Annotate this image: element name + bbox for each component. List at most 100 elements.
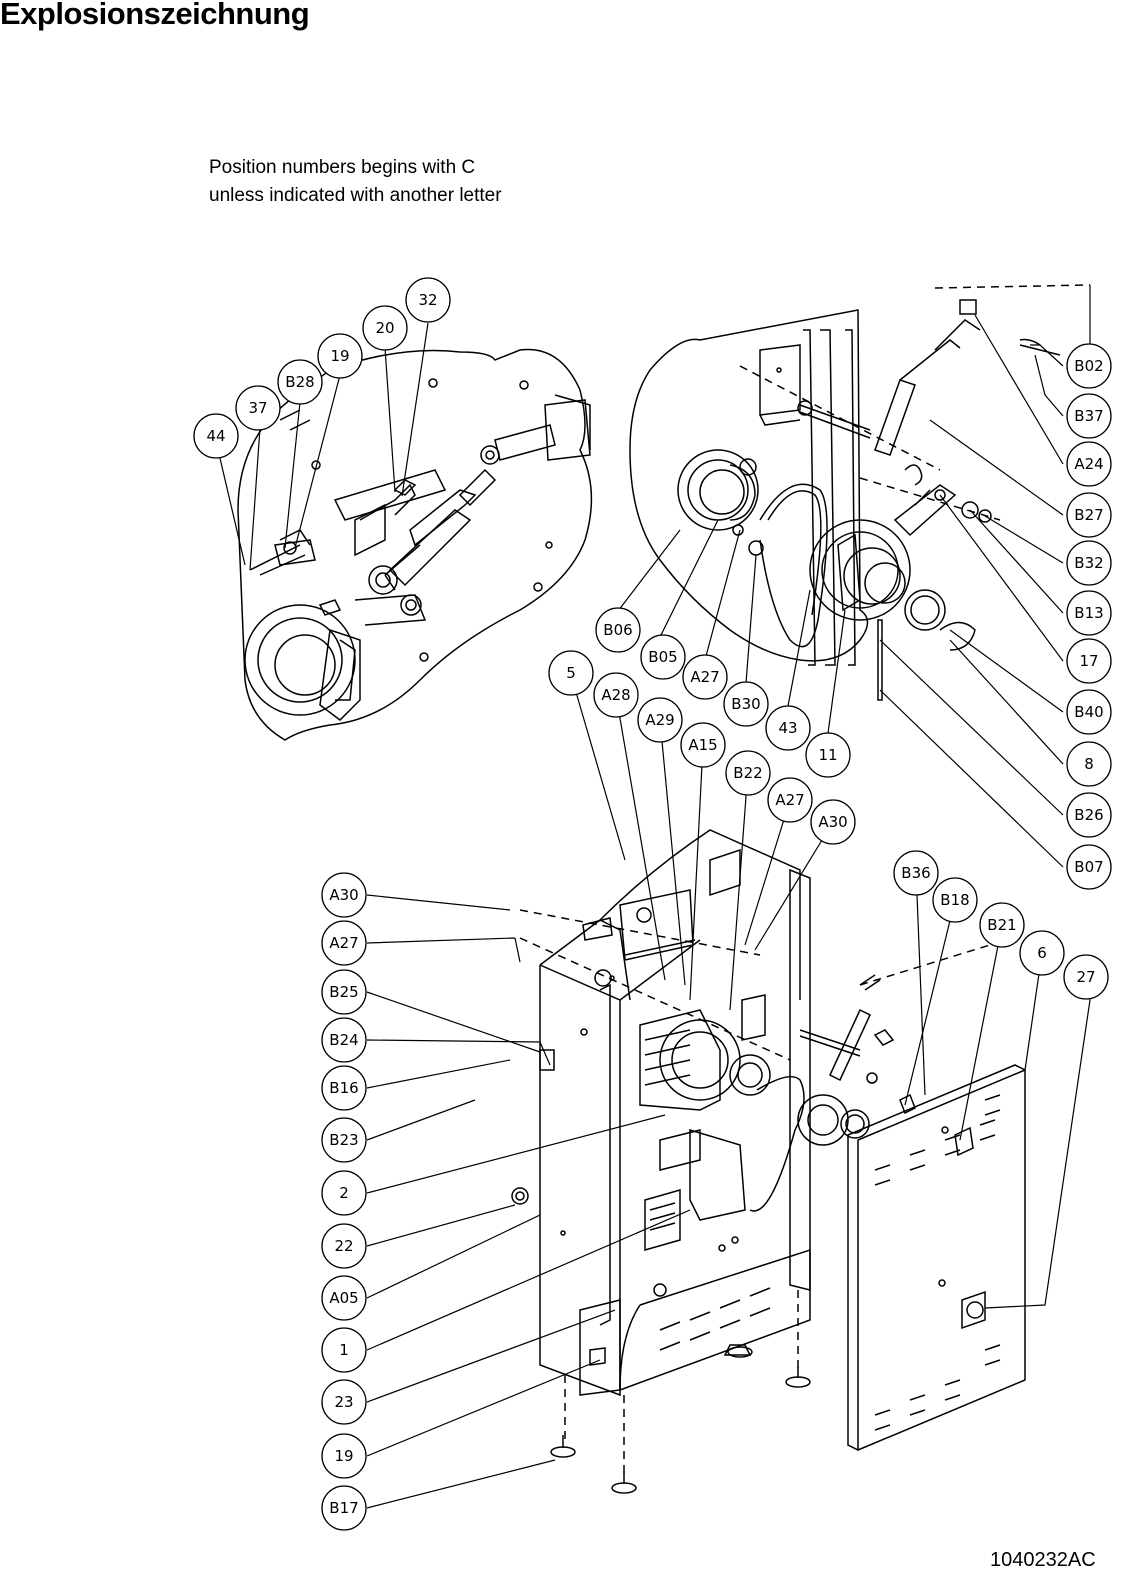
callout-label: A05: [329, 1289, 358, 1307]
explosion-lines: [519, 284, 1091, 1475]
callout-circle: [765, 705, 811, 751]
callout-circle: [1066, 590, 1112, 636]
callout-circle: [1063, 954, 1109, 1000]
callout-circle: [362, 305, 408, 351]
callout-label: 5: [566, 664, 576, 682]
page-title: Explosionszeichnung: [0, 0, 310, 31]
callout-detail-right-B27: B27: [1066, 492, 1112, 538]
callout-circle: [321, 969, 367, 1015]
callout-main-top-27: 27: [1063, 954, 1109, 1000]
callout-circle: [321, 1485, 367, 1531]
leader-lines: [218, 285, 1091, 1509]
callout-circle: [1066, 540, 1112, 586]
callout-label: 6: [1037, 944, 1047, 962]
position-note-line-1: Position numbers begins with C: [209, 157, 476, 178]
callout-main-left-A27: A27: [321, 920, 367, 966]
callout-label: B28: [285, 373, 314, 391]
callout-circle: [810, 799, 856, 845]
callout-circle: [595, 607, 641, 653]
callout-circle: [805, 732, 851, 778]
callout-main-top-5: 5: [548, 650, 594, 696]
callout-label: A28: [601, 686, 630, 704]
callout-label: 2: [339, 1184, 349, 1202]
callout-label: B25: [329, 983, 358, 1001]
callout-detail-right-11: 11: [805, 732, 851, 778]
callout-label: A30: [329, 886, 358, 904]
callout-detail-right-17: 17: [1066, 638, 1112, 684]
callout-circle: [277, 359, 323, 405]
callout-label: B18: [940, 891, 969, 909]
callout-circle: [321, 1433, 367, 1479]
callout-detail-right-8: 8: [1066, 741, 1112, 787]
callout-circle: [682, 654, 728, 700]
callout-label: B32: [1074, 554, 1103, 572]
callout-detail-right-B32: B32: [1066, 540, 1112, 586]
callout-label: B37: [1074, 407, 1103, 425]
callout-circle: [767, 777, 813, 823]
callout-label: 22: [334, 1237, 353, 1255]
callout-main-top-A30: A30: [810, 799, 856, 845]
callout-main-left-B16: B16: [321, 1065, 367, 1111]
callout-main-left-B24: B24: [321, 1017, 367, 1063]
callout-circle: [321, 1170, 367, 1216]
callout-label: 27: [1076, 968, 1095, 986]
callout-detail-right-B07: B07: [1066, 844, 1112, 890]
callout-label: 17: [1079, 652, 1098, 670]
callout-layer: 322019B283744B02B37A24B27B32B1317B408B26…: [193, 277, 1112, 1531]
callout-main-left-B23: B23: [321, 1117, 367, 1163]
callout-detail-right-B05: B05: [640, 634, 686, 680]
detail-view-left: [237, 348, 593, 741]
main-assembly: [511, 829, 916, 1397]
callout-circle: [405, 277, 451, 323]
callout-main-top-6: 6: [1019, 930, 1065, 976]
callout-label: B07: [1074, 858, 1103, 876]
callout-circle: [317, 333, 363, 379]
callout-label: B36: [901, 864, 930, 882]
position-note: Position numbers begins with C unless in…: [209, 154, 502, 210]
callout-label: B27: [1074, 506, 1103, 524]
callout-circle: [1066, 492, 1112, 538]
callout-detail-right-B40: B40: [1066, 689, 1112, 735]
callout-label: 19: [330, 347, 349, 365]
callout-detail-right-B02: B02: [1066, 343, 1112, 389]
callout-detail-left-20: 20: [362, 305, 408, 351]
leveling-feet: [550, 1346, 811, 1494]
callout-circle: [321, 1275, 367, 1321]
callout-main-left-A05: A05: [321, 1275, 367, 1321]
callout-circle: [1066, 343, 1112, 389]
callout-circle: [1066, 689, 1112, 735]
callout-circle: [725, 750, 771, 796]
callout-detail-left-19: 19: [317, 333, 363, 379]
callout-label: 20: [375, 319, 394, 337]
callout-label: B30: [731, 695, 760, 713]
document-number: 1040232AC: [990, 1549, 1096, 1571]
callout-main-top-B22: B22: [725, 750, 771, 796]
callout-label: 19: [334, 1447, 353, 1465]
callout-detail-right-A24: A24: [1066, 441, 1112, 487]
callout-circle: [548, 650, 594, 696]
callout-label: 8: [1084, 755, 1094, 773]
front-panel: [847, 1064, 1026, 1451]
callout-detail-right-A27: A27: [682, 654, 728, 700]
callout-main-top-A29: A29: [637, 697, 683, 743]
callout-detail-right-B30: B30: [723, 681, 769, 727]
callout-circle: [680, 722, 726, 768]
callout-label: A27: [775, 791, 804, 809]
callout-circle: [893, 850, 939, 896]
callout-label: B17: [329, 1499, 358, 1517]
callout-circle: [1066, 741, 1112, 787]
callout-label: 37: [248, 399, 267, 417]
callout-main-left-A30: A30: [321, 872, 367, 918]
callout-circle: [321, 1327, 367, 1373]
callout-circle: [979, 902, 1025, 948]
callout-label: A27: [329, 934, 358, 952]
callout-circle: [1066, 393, 1112, 439]
callout-label: 23: [334, 1393, 353, 1411]
callout-label: B06: [603, 621, 632, 639]
callout-label: A30: [818, 813, 847, 831]
callout-main-left-1: 1: [321, 1327, 367, 1373]
callout-detail-left-32: 32: [405, 277, 451, 323]
callout-main-top-B36: B36: [893, 850, 939, 896]
callout-circle: [637, 697, 683, 743]
